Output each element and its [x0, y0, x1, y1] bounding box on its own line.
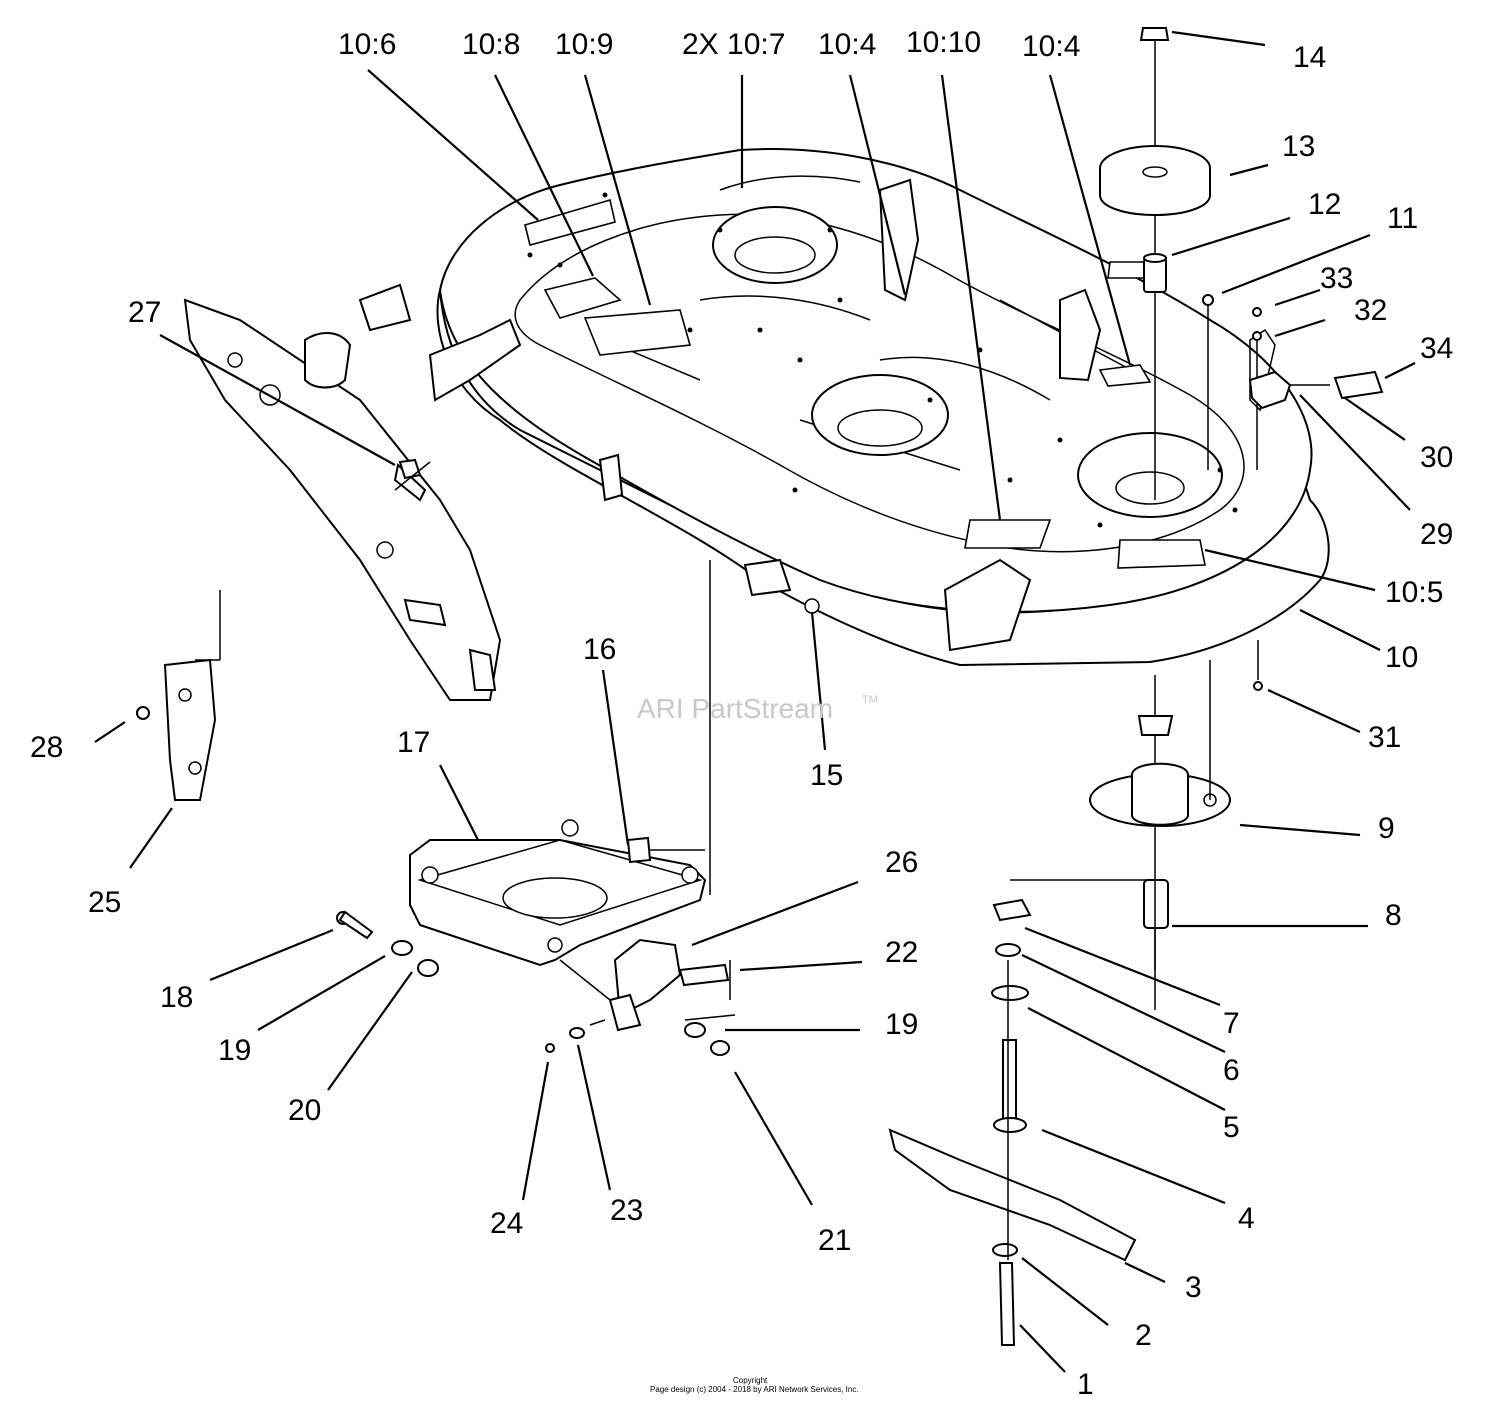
- callout-1: 1: [1077, 1368, 1094, 1401]
- connector-34: [1333, 370, 1384, 400]
- callout-22: 22: [885, 936, 918, 969]
- callout-3: 3: [1185, 1271, 1202, 1304]
- callout-10-10: 10:10: [906, 26, 981, 59]
- callout-10-5: 10:5: [1385, 576, 1443, 609]
- mower-deck-housing: [428, 148, 1330, 667]
- washer-6: [995, 943, 1021, 957]
- nut-20: [417, 959, 439, 977]
- callout-19-b: 19: [885, 1008, 918, 1041]
- washer-23: [569, 1027, 585, 1039]
- footer-copyright: Copyright: [733, 1376, 768, 1385]
- callout-16: 16: [583, 633, 616, 666]
- spindle-shaft: [1002, 1039, 1017, 1121]
- spacer-8: [1143, 879, 1169, 929]
- callout-26: 26: [885, 846, 918, 879]
- screw-31: [1253, 681, 1263, 691]
- bolt-22: [678, 963, 730, 987]
- callout-10-9: 10:9: [555, 28, 613, 61]
- nut-24: [545, 1043, 555, 1053]
- bracket-25: [163, 658, 217, 801]
- spacer-12: [1143, 257, 1167, 293]
- callout-21: 21: [818, 1224, 851, 1257]
- footer-page-design: Page design (c) 2004 - 2018 by ARI Netwo…: [650, 1385, 859, 1394]
- mounting-plate-assembly: [336, 560, 736, 1056]
- spindle-4: [993, 1117, 1027, 1133]
- callout-7: 7: [1223, 1007, 1240, 1040]
- callout-19-a: 19: [218, 1034, 251, 1067]
- callout-17: 17: [397, 726, 430, 759]
- callout-12: 12: [1308, 188, 1341, 221]
- watermark-trademark: TM: [862, 694, 878, 706]
- hex-nut-14: [1139, 27, 1170, 41]
- callout-10-4-a: 10:4: [818, 28, 876, 61]
- leader-lines: [94, 30, 1416, 1373]
- nut-21: [710, 1040, 730, 1056]
- callout-23: 23: [610, 1194, 643, 1227]
- callout-24: 24: [490, 1207, 523, 1240]
- callout-30: 30: [1420, 441, 1453, 474]
- callout-6: 6: [1223, 1054, 1240, 1087]
- watermark: ARI PartStream: [637, 693, 833, 724]
- callout-5: 5: [1223, 1111, 1240, 1144]
- callout-labels: 10:6 10:8 10:9 2X 10:7 10:4 10:10 10:4 1…: [30, 26, 1453, 1401]
- callout-20: 20: [288, 1094, 321, 1127]
- callout-15: 15: [810, 759, 843, 792]
- nut-28: [136, 706, 150, 720]
- bolt-1: [998, 1262, 1016, 1346]
- callout-10-8: 10:8: [462, 28, 520, 61]
- callout-10-6: 10:6: [338, 28, 396, 61]
- callout-14: 14: [1293, 41, 1326, 74]
- pulley-stack: [888, 27, 1384, 1346]
- callout-10-4-b: 10:4: [1022, 30, 1080, 63]
- bearing-top: [1137, 715, 1174, 736]
- switch-29: [1248, 370, 1292, 410]
- washer-19b: [684, 1022, 706, 1038]
- callout-2x-10-7: 2X 10:7: [682, 28, 785, 61]
- callout-13: 13: [1282, 130, 1315, 163]
- blade-3: [888, 1128, 1137, 1262]
- callout-11: 11: [1387, 202, 1418, 235]
- callout-10: 10: [1385, 641, 1418, 674]
- washer-2: [992, 1243, 1018, 1257]
- callout-27: 27: [128, 296, 161, 329]
- callout-29: 29: [1420, 518, 1453, 551]
- washer-19a: [391, 940, 413, 956]
- bolt-16: [626, 836, 652, 864]
- callout-28: 28: [30, 731, 63, 764]
- bearing-7: [992, 898, 1032, 922]
- callout-34: 34: [1420, 332, 1453, 365]
- callout-2: 2: [1135, 1319, 1152, 1352]
- washer-5: [991, 985, 1029, 1001]
- callout-25: 25: [88, 886, 121, 919]
- callout-18: 18: [160, 981, 193, 1014]
- lift-arm-assembly: [136, 283, 502, 801]
- screw-11: [1202, 294, 1214, 306]
- callout-31: 31: [1368, 721, 1401, 754]
- callout-8: 8: [1385, 899, 1402, 932]
- callout-9: 9: [1378, 812, 1395, 845]
- callout-4: 4: [1238, 1202, 1255, 1235]
- callout-33: 33: [1320, 262, 1353, 295]
- callout-32: 32: [1354, 294, 1387, 327]
